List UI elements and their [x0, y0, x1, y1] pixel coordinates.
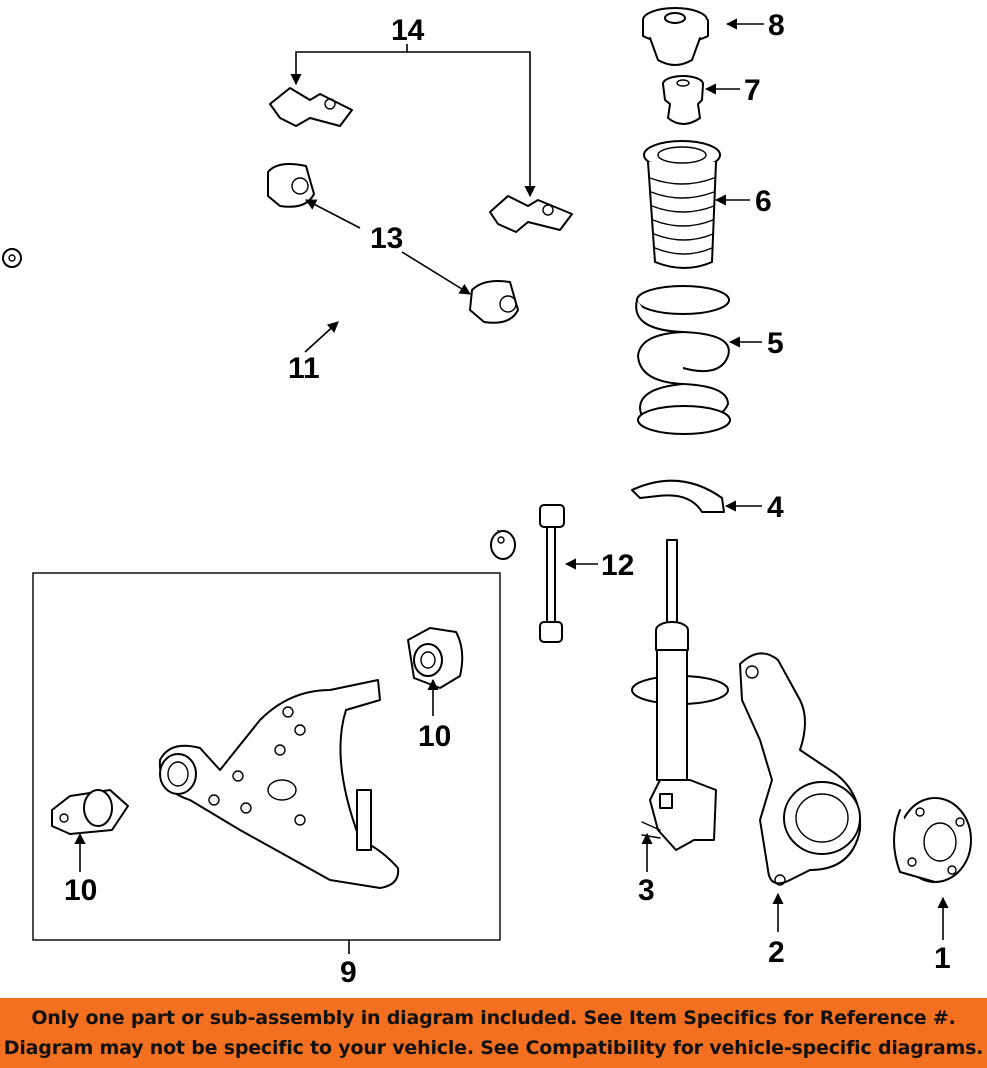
disclaimer-line-2: Diagram may not be specific to your vehi…	[3, 1037, 984, 1059]
callout-7: 7	[744, 74, 761, 107]
stabilizer-bushing-lower-part	[469, 280, 519, 324]
lower-control-arm-part	[158, 679, 400, 889]
callout-6: 6	[755, 185, 772, 218]
disclaimer-line-1: Only one part or sub-assembly in diagram…	[31, 1007, 956, 1029]
suspension-parts-diagram: 8 7 6 5 4 12 3 2 1 10 10 11 13 14 9	[2, 7, 972, 989]
bump-stop-part	[662, 75, 704, 125]
lower-control-arm-group-box	[32, 572, 501, 941]
callout-12: 12	[601, 549, 634, 582]
callout-5: 5	[767, 327, 784, 360]
stabilizer-bar-part	[2, 244, 516, 560]
bushing-bracket-lower-part	[489, 195, 573, 233]
callout-numbers: 8 7 6 5 4 12 3 2 1 10 10 11 13 14 9	[64, 9, 951, 989]
callout-10-rear: 10	[418, 720, 451, 753]
callout-10-front: 10	[64, 874, 97, 907]
stabilizer-bushing-upper-part	[267, 163, 315, 208]
callout-1: 1	[934, 942, 951, 975]
callout-3: 3	[638, 874, 655, 907]
spring-seat-part	[631, 479, 725, 513]
callout-4: 4	[767, 491, 784, 524]
stabilizer-link-part	[539, 504, 565, 643]
control-arm-bushing-front-part	[51, 789, 129, 835]
callout-13: 13	[370, 222, 403, 255]
coil-spring-part	[635, 285, 731, 435]
leader-lines	[74, 18, 949, 954]
strut-assembly-part	[631, 539, 729, 851]
callout-9: 9	[340, 956, 357, 989]
disclaimer-banner: Only one part or sub-assembly in diagram…	[0, 998, 987, 1068]
callout-2: 2	[768, 936, 785, 969]
control-arm-bushing-rear-part	[407, 627, 464, 689]
wheel-hub-part	[893, 797, 972, 883]
dust-boot-part	[643, 140, 721, 269]
callout-14: 14	[391, 14, 425, 47]
steering-knuckle-part	[739, 652, 862, 886]
callout-11: 11	[288, 352, 320, 385]
strut-mount-part	[642, 7, 709, 66]
callout-8: 8	[768, 9, 785, 42]
bushing-bracket-upper-part	[269, 87, 353, 127]
